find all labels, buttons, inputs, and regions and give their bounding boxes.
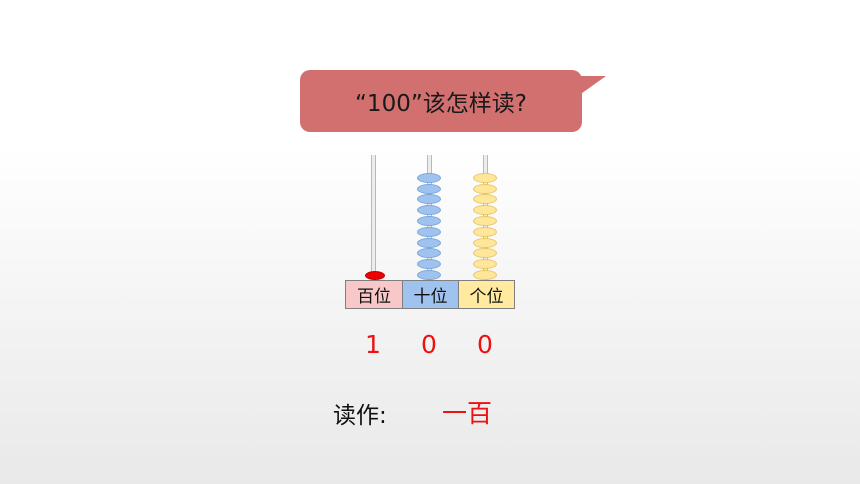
- place-ones: 个位: [458, 281, 514, 308]
- ones-bead: [473, 259, 497, 270]
- ones-bead: [473, 172, 497, 183]
- tens-bead: [417, 237, 441, 248]
- tens-bead: [417, 216, 441, 226]
- speech-bubble-tail: [578, 76, 606, 96]
- hundreds-bead-stack: [363, 268, 387, 280]
- tens-bead: [417, 248, 441, 259]
- speech-bubble: “100”该怎样读?: [300, 70, 582, 132]
- ones-bead: [473, 226, 497, 237]
- tens-bead: [417, 259, 441, 270]
- ones-bead: [473, 194, 497, 205]
- ones-bead: [473, 237, 497, 248]
- tens-bead: [417, 205, 441, 216]
- place-hundreds: 百位: [346, 281, 402, 308]
- bubble-question: “100”该怎样读?: [355, 91, 527, 117]
- ones-bead: [473, 216, 497, 226]
- reading-value: 一百: [442, 399, 493, 428]
- place-tens: 十位: [402, 281, 458, 308]
- reading-label: 读作:: [333, 403, 387, 429]
- tens-bead: [417, 172, 441, 183]
- digit-tens: 0: [421, 330, 437, 359]
- digit-ones: 0: [477, 330, 493, 359]
- tens-bead-stack: [417, 171, 441, 280]
- ones-bead: [473, 183, 497, 194]
- digit-hundreds: 1: [365, 330, 381, 359]
- tens-bead: [417, 194, 441, 205]
- tens-bead: [417, 270, 441, 280]
- ones-bead: [473, 205, 497, 216]
- place-value-table: 百位 十位 个位: [345, 280, 515, 309]
- tens-bead: [417, 183, 441, 194]
- hundreds-bead: [365, 271, 385, 280]
- hundreds-rod: [371, 155, 376, 280]
- ones-bead-stack: [473, 171, 497, 280]
- ones-bead: [473, 248, 497, 259]
- ones-bead: [473, 270, 497, 280]
- tens-bead: [417, 226, 441, 237]
